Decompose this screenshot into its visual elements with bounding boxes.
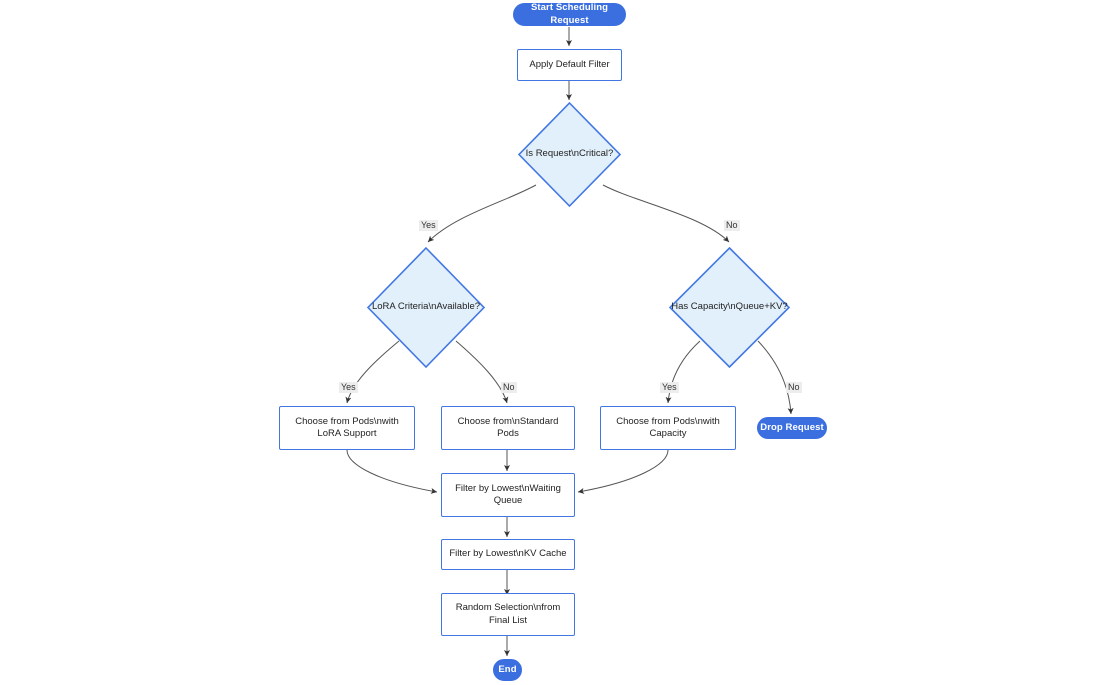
node-choose-standard-pods[interactable]: Choose from\nStandard Pods [441, 406, 575, 450]
node-end-label: End [498, 663, 517, 675]
edge-lora-pods-to-waiting-queue [346, 449, 438, 494]
edge-capacity-no-to-drop [757, 340, 794, 415]
node-choose-capacity-pods[interactable]: Choose from Pods\nwith Capacity [600, 406, 736, 450]
node-filter-kv-cache-label: Filter by Lowest\nKV Cache [449, 548, 567, 560]
node-lora-criteria-available[interactable]: LoRA Criteria\nAvailable? [367, 247, 485, 368]
edge-label-capacity-no: No [786, 382, 802, 393]
edge-label-critical-yes: Yes [419, 220, 438, 231]
node-is-request-critical[interactable]: Is Request\nCritical? [518, 102, 621, 207]
edge-label-lora-yes: Yes [339, 382, 358, 393]
node-start[interactable]: Start Scheduling Request [513, 2, 626, 26]
edge-critical-no-to-capacity [602, 184, 730, 243]
node-has-capacity-label: Has Capacity\nQueue+KV? [671, 301, 788, 313]
edge-lora-yes-to-lora-pods [345, 340, 400, 404]
edge-label-critical-no: No [724, 220, 740, 231]
node-drop-request[interactable]: Drop Request [757, 417, 827, 439]
decision-diamond-shape [669, 247, 790, 368]
edge-critical-yes-to-lora [427, 184, 537, 243]
edge-capacity-pods-to-waiting-queue [577, 449, 669, 494]
node-random-selection-label: Random Selection\nfrom Final List [455, 602, 561, 626]
edge-label-capacity-yes: Yes [660, 382, 679, 393]
node-choose-standard-pods-label: Choose from\nStandard Pods [457, 415, 559, 439]
node-choose-lora-pods-label: Choose from Pods\nwith LoRA Support [295, 415, 399, 439]
node-is-request-critical-label: Is Request\nCritical? [525, 148, 614, 160]
node-filter-waiting-queue-label: Filter by Lowest\nWaiting Queue [455, 482, 561, 506]
node-has-capacity[interactable]: Has Capacity\nQueue+KV? [669, 247, 790, 368]
decision-diamond-shape [518, 102, 621, 207]
node-choose-capacity-pods-label: Choose from Pods\nwith Capacity [616, 415, 720, 439]
node-filter-waiting-queue[interactable]: Filter by Lowest\nWaiting Queue [441, 473, 575, 517]
node-choose-lora-pods[interactable]: Choose from Pods\nwith LoRA Support [279, 406, 415, 450]
node-start-label: Start Scheduling Request [530, 2, 609, 26]
node-end[interactable]: End [493, 659, 522, 681]
decision-diamond-shape [367, 247, 485, 368]
node-apply-default-filter[interactable]: Apply Default Filter [517, 49, 622, 81]
edge-lora-no-to-standard-pods [455, 340, 509, 404]
node-apply-default-filter-label: Apply Default Filter [529, 58, 610, 70]
edge-label-lora-no: No [501, 382, 517, 393]
edge-capacity-yes-to-capacity-pods [665, 340, 701, 404]
node-drop-request-label: Drop Request [760, 421, 824, 433]
node-random-selection[interactable]: Random Selection\nfrom Final List [441, 593, 575, 636]
node-filter-kv-cache[interactable]: Filter by Lowest\nKV Cache [441, 539, 575, 570]
node-lora-criteria-available-label: LoRA Criteria\nAvailable? [371, 301, 481, 313]
